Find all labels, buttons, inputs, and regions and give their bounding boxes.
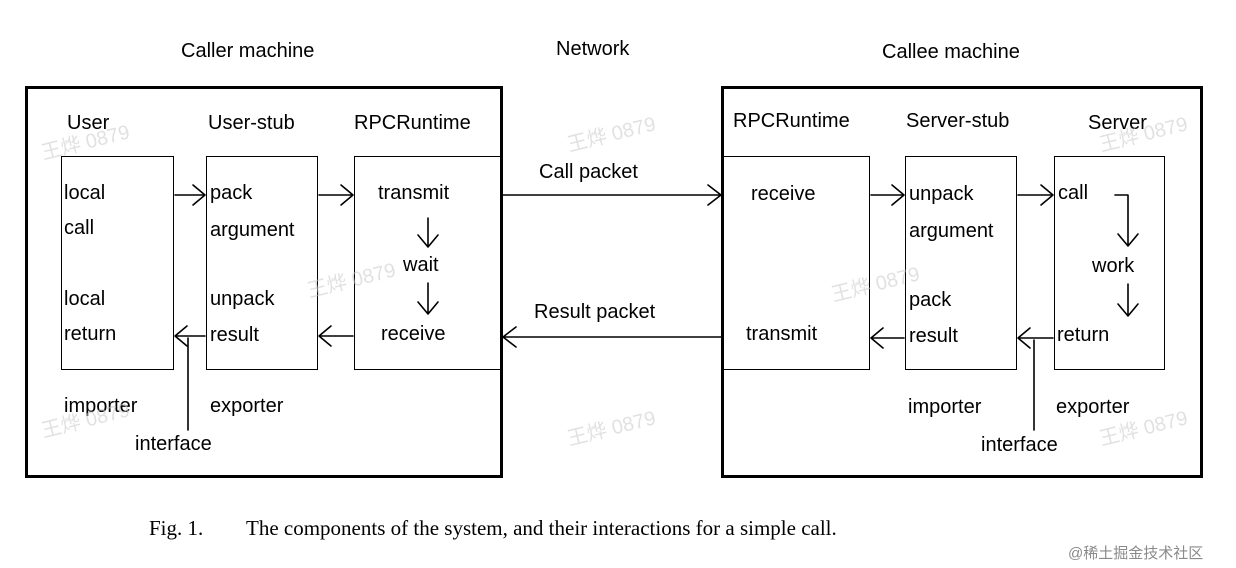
arrow-server-stub-to-rt <box>870 327 905 349</box>
user-title: User <box>67 112 110 134</box>
server-title: Server <box>1088 112 1147 134</box>
arrow-stub-to-runtime <box>318 184 354 206</box>
server-stub-unpack-line1: unpack <box>909 183 974 205</box>
server-return: return <box>1057 324 1110 346</box>
server-stub-title: Server-stub <box>906 110 1010 132</box>
call-packet-label: Call packet <box>539 161 638 183</box>
caller-rpcruntime-title: RPCRuntime <box>354 112 471 134</box>
server-box <box>1054 156 1165 370</box>
callee-rt-receive: receive <box>751 183 816 205</box>
callee-importer-label: importer <box>908 396 982 418</box>
caller-rt-receive: receive <box>381 323 446 345</box>
user-stub-pack-line1: pack <box>210 182 253 204</box>
network-header: Network <box>556 38 630 60</box>
figure-label: Fig. 1. <box>149 516 204 540</box>
caller-rt-wait: wait <box>403 254 439 276</box>
user-local-call-line1: local <box>64 182 106 204</box>
figure-caption: The components of the system, and their … <box>246 516 837 540</box>
arrow-runtime-to-stub <box>318 325 354 347</box>
server-stub-box <box>905 156 1017 370</box>
arrow-wait-to-receive <box>417 282 439 315</box>
callee-rpcruntime-title: RPCRuntime <box>733 110 850 132</box>
arrow-server-stub-to-server <box>1017 184 1054 206</box>
arrow-rt-to-server-stub <box>870 184 905 206</box>
arrow-call-to-work <box>1114 194 1139 247</box>
call-packet-arrow <box>502 184 722 206</box>
callee-interface-label: interface <box>981 434 1058 456</box>
server-stub-unpack-line2: argument <box>909 220 994 242</box>
caller-interface-label: interface <box>135 433 212 455</box>
callee-machine-header: Callee machine <box>882 41 1020 63</box>
user-local-call-line2: call <box>64 217 95 239</box>
result-packet-arrow <box>502 326 722 348</box>
site-watermark: @稀土掘金技术社区 <box>1068 545 1204 562</box>
server-work: work <box>1092 255 1135 277</box>
caller-exporter-label: exporter <box>210 395 284 417</box>
callee-rt-transmit: transmit <box>746 323 818 345</box>
arrow-work-to-return <box>1117 283 1139 317</box>
server-stub-pack-line1: pack <box>909 289 952 311</box>
result-packet-label: Result packet <box>534 301 656 323</box>
arrow-transmit-to-wait <box>417 217 439 248</box>
caller-rt-transmit: transmit <box>378 182 450 204</box>
caller-rpcruntime-box <box>354 156 502 370</box>
user-stub-unpack-line2: result <box>210 324 259 346</box>
user-stub-pack-line2: argument <box>210 219 295 241</box>
arrow-stub-to-user <box>174 325 206 347</box>
callee-exporter-label: exporter <box>1056 396 1130 418</box>
caller-importer-label: importer <box>64 395 138 417</box>
arrow-user-to-stub <box>174 184 206 206</box>
user-stub-box <box>206 156 318 370</box>
user-stub-unpack-line1: unpack <box>210 288 275 310</box>
server-stub-pack-line2: result <box>909 325 958 347</box>
user-stub-title: User-stub <box>208 112 295 134</box>
user-local-return-line2: return <box>64 323 117 345</box>
user-box <box>61 156 174 370</box>
caller-machine-header: Caller machine <box>181 40 315 62</box>
callee-rpcruntime-box <box>722 156 870 370</box>
user-local-return-line1: local <box>64 288 106 310</box>
arrow-server-to-server-stub <box>1017 327 1054 349</box>
server-call: call <box>1058 182 1089 204</box>
